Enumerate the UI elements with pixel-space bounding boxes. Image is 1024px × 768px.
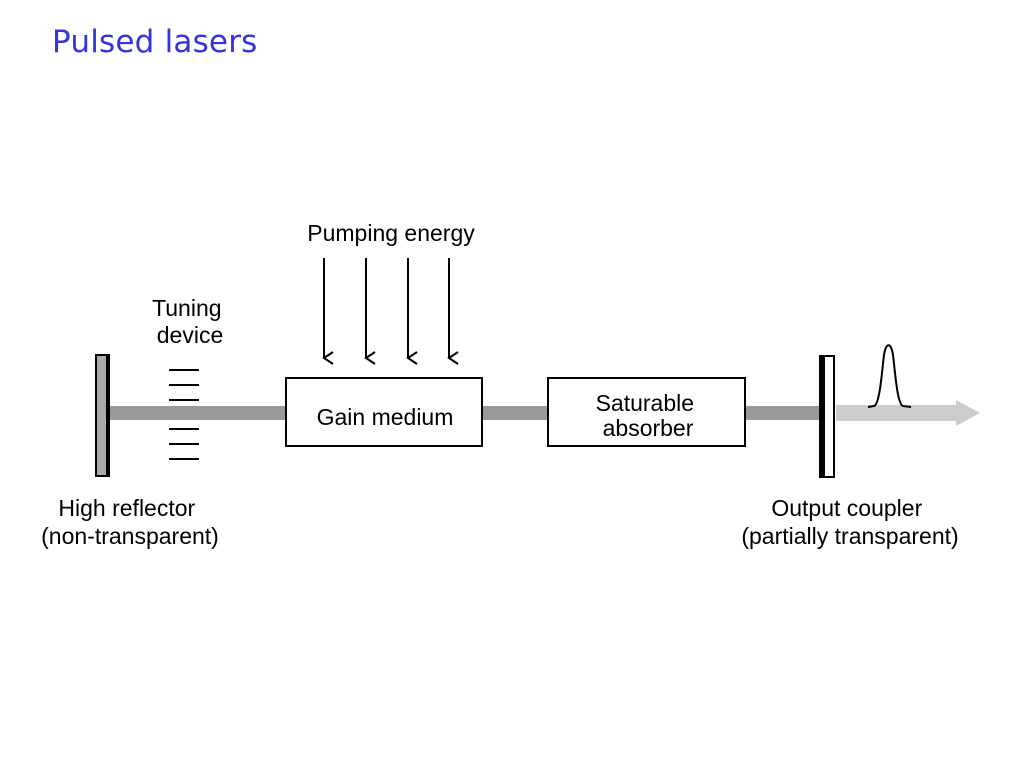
page-title: Pulsed lasers [52, 24, 258, 60]
beam-segment-gain-to-absorber [482, 406, 548, 420]
tuning-device-icon [169, 369, 199, 460]
saturable-absorber-label: Saturable absorber [596, 390, 701, 441]
high-reflector-label: High reflector (non-transparent) [41, 495, 219, 549]
pumping-energy-label: Pumping energy [307, 220, 475, 246]
output-pulse-icon [867, 344, 912, 408]
high-reflector-label-line-1: High reflector [58, 495, 195, 521]
output-coupler-coating [820, 356, 825, 477]
high-reflector-label-line-2: (non-transparent) [41, 523, 219, 549]
saturable-absorber-label-line-2: absorber [603, 415, 694, 441]
output-coupler-label-line-2: (partially transparent) [741, 523, 958, 549]
gain-medium-box [285, 377, 483, 447]
tuning-device-label-line-1: Tuning [152, 295, 221, 321]
saturable-absorber-box [547, 377, 746, 447]
output-beam-arrow [836, 400, 980, 426]
output-coupler-label-line-1: Output coupler [771, 495, 922, 521]
tuning-device-label: Tuning device [152, 295, 228, 348]
output-coupler-label: Output coupler (partially transparent) [741, 495, 958, 549]
beam-segment-reflector-to-gain [108, 406, 288, 420]
gain-medium-label: Gain medium [317, 404, 454, 430]
pumping-arrows [322, 258, 459, 365]
saturable-absorber-label-line-1: Saturable [596, 390, 694, 416]
beam-segment-absorber-to-coupler [745, 406, 821, 420]
high-reflector-coating [106, 355, 110, 476]
tuning-device-label-line-2: device [157, 322, 223, 348]
